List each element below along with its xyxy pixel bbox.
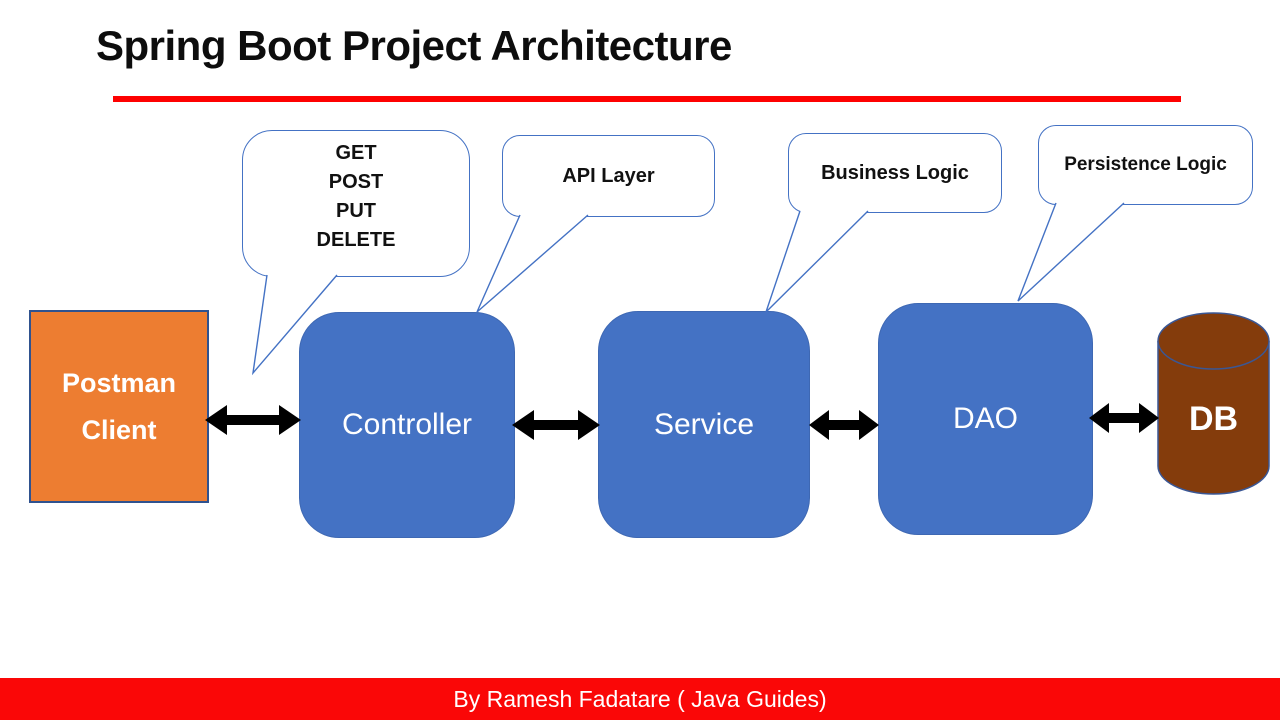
node-controller: Controller [299, 312, 515, 538]
callout-tail-api-layer [476, 214, 589, 313]
node-controller-label: Controller [341, 408, 473, 441]
callout-http-methods: GET POST PUT DELETE [242, 130, 470, 277]
slide-title: Spring Boot Project Architecture [96, 22, 732, 69]
arrow-dao-db [1089, 403, 1159, 433]
arrow-service-dao [809, 410, 879, 440]
node-dao-label: DAO [952, 402, 1018, 435]
callout-tail-http-methods [251, 274, 338, 376]
node-dao: DAO [878, 303, 1093, 535]
callout-business-logic: Business Logic [788, 133, 1002, 213]
callout-line-get: GET [335, 142, 377, 164]
callout-line-delete: DELETE [316, 229, 396, 251]
node-postman-client-line1: Postman [61, 367, 177, 398]
callout-persistence-logic-label: Persistence Logic [1064, 154, 1227, 175]
arrow-postman-controller [205, 405, 301, 435]
callout-api-layer: API Layer [502, 135, 715, 217]
node-postman-client-line2: Client [81, 414, 157, 445]
node-db: DB [1157, 312, 1270, 495]
node-service-label: Service [653, 407, 755, 441]
footer-bar: By Ramesh Fadatare ( Java Guides) [0, 678, 1280, 720]
footer-credit: By Ramesh Fadatare ( Java Guides) [453, 685, 827, 712]
node-db-label: DB [1188, 400, 1239, 438]
callout-business-logic-label: Business Logic [821, 161, 969, 184]
callout-tail-business-logic [765, 210, 869, 313]
node-service: Service [598, 311, 810, 538]
title-underline [113, 96, 1181, 102]
callout-line-post: POST [328, 171, 384, 193]
callout-tail-persistence-logic [1017, 202, 1125, 302]
callout-persistence-logic: Persistence Logic [1038, 125, 1253, 205]
callout-line-put: PUT [336, 200, 376, 222]
node-postman-client: Postman Client [29, 310, 209, 503]
database-cylinder-icon [1157, 312, 1270, 495]
arrow-controller-service [512, 410, 600, 440]
callout-api-layer-label: API Layer [562, 164, 655, 187]
